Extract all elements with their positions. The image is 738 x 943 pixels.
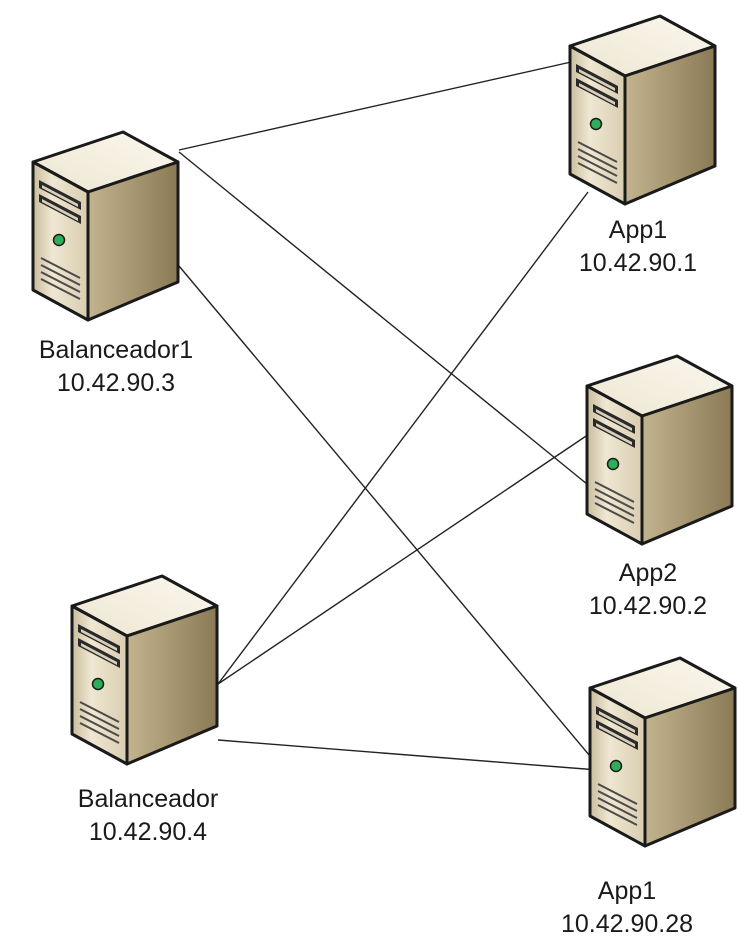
balancer1-server-icon [31, 130, 180, 322]
app1-name: App1 [608, 216, 668, 244]
app3-server-icon [588, 656, 737, 848]
balancer1-name: Balanceador1 [38, 336, 194, 364]
app2-name: App2 [618, 559, 678, 587]
app1-server-icon [568, 14, 717, 206]
link-balancer1-app2 [178, 151, 599, 494]
link-balancer2-app2 [217, 427, 599, 685]
app3-label: App1 10.42.90.28 [517, 875, 737, 941]
app3-ip: 10.42.90.28 [560, 910, 694, 938]
balancer1-label: Balanceador1 10.42.90.3 [6, 334, 226, 400]
connections [178, 59, 601, 771]
app2-label: App2 10.42.90.2 [538, 557, 738, 623]
link-balancer1-app1 [178, 59, 581, 151]
app3-name: App1 [597, 877, 657, 905]
app1-ip: 10.42.90.1 [578, 249, 698, 277]
balancer1-ip: 10.42.90.3 [56, 369, 176, 397]
balancer2-name: Balanceador [77, 785, 219, 813]
link-balancer2-app1 [217, 191, 589, 685]
balancer2-server-icon [70, 574, 219, 766]
app2-server-icon [585, 354, 734, 546]
app2-ip: 10.42.90.2 [588, 592, 708, 620]
balancer2-ip: 10.42.90.4 [88, 818, 208, 846]
link-balancer1-app3 [178, 265, 601, 769]
balancer2-label: Balanceador 10.42.90.4 [38, 783, 258, 849]
app1-label: App1 10.42.90.1 [528, 214, 738, 280]
link-balancer2-app3 [217, 739, 599, 771]
